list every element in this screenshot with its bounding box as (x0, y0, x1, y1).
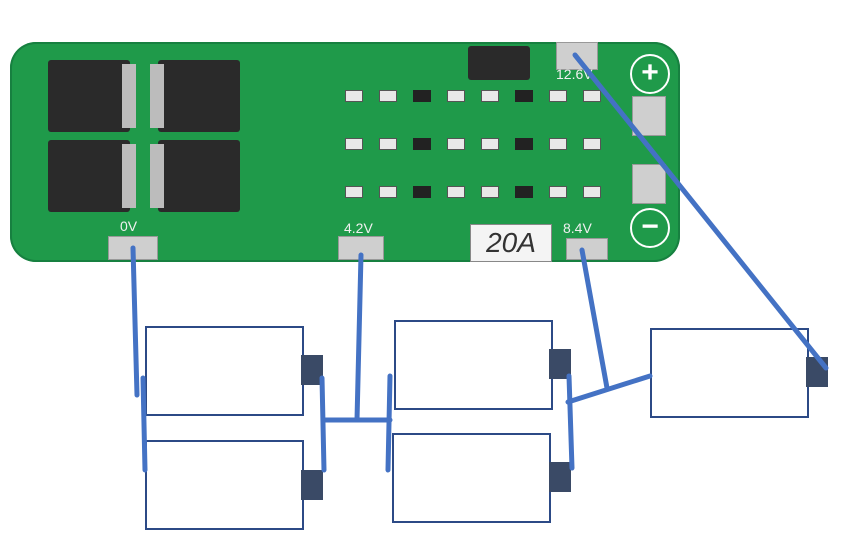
smd-component (413, 90, 431, 102)
current-rating-label: 20A (470, 224, 552, 262)
minus-symbol: − (630, 208, 670, 248)
wire (319, 375, 327, 473)
wire (385, 373, 393, 473)
mosfet-tab (150, 64, 164, 128)
battery-terminal (301, 470, 323, 500)
smd-component (447, 90, 465, 102)
smd-component (413, 186, 431, 198)
smd-component (549, 186, 567, 198)
smd-component (481, 138, 499, 150)
wire-0v (130, 245, 140, 398)
smd-component (345, 90, 363, 102)
smd-component (413, 138, 431, 150)
mosfet-tab (122, 144, 136, 208)
battery-cell-3 (650, 328, 809, 418)
mosfet (48, 60, 130, 132)
smd-component (345, 138, 363, 150)
battery-cell-2a (394, 320, 553, 410)
smd-component (379, 90, 397, 102)
label-4v2: 4.2V (344, 220, 373, 236)
wire-4v2 (354, 252, 364, 423)
smd-component (345, 186, 363, 198)
battery-cell-1b (145, 440, 304, 530)
smd-component (481, 186, 499, 198)
battery-terminal (549, 349, 571, 379)
mosfet (158, 60, 240, 132)
smd-component (549, 90, 567, 102)
smd-component (481, 90, 499, 102)
wire-8v4 (579, 247, 610, 391)
smd-component (447, 138, 465, 150)
smd-component (583, 186, 601, 198)
battery-cell-1a (145, 326, 304, 416)
smd-component (583, 138, 601, 150)
smd-component (379, 138, 397, 150)
mosfet-tab (150, 144, 164, 208)
mosfet (48, 140, 130, 212)
battery-cell-2b (392, 433, 551, 523)
pad-negative (632, 164, 666, 204)
label-8v4: 8.4V (563, 220, 592, 236)
mosfet (158, 140, 240, 212)
smd-component (515, 186, 533, 198)
pad-8v4 (566, 238, 608, 260)
label-12v6: 12.6V (556, 66, 593, 82)
wire (140, 375, 148, 473)
smd-component (379, 186, 397, 198)
battery-terminal (301, 355, 323, 385)
pad-12v6 (556, 42, 598, 70)
wire-12v6 (572, 52, 829, 371)
smd-component (447, 186, 465, 198)
smd-component (515, 90, 533, 102)
mosfet-tab (122, 64, 136, 128)
smd-component (549, 138, 567, 150)
wire (566, 373, 575, 471)
label-0v: 0V (120, 218, 138, 234)
plus-symbol: + (630, 54, 670, 94)
battery-terminal (549, 462, 571, 492)
smd-component (515, 138, 533, 150)
diode (468, 46, 530, 80)
pad-positive (632, 96, 666, 136)
smd-component (583, 90, 601, 102)
